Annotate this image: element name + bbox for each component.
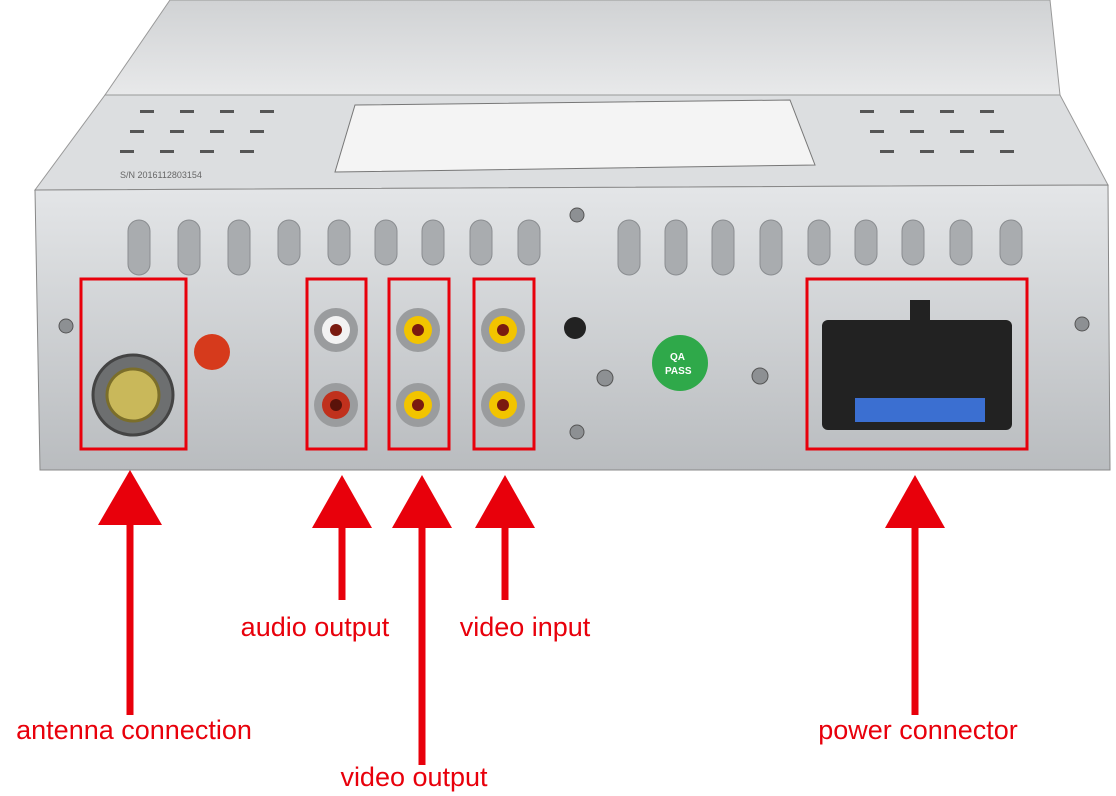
serial-number: S/N 2016112803154	[120, 170, 202, 180]
svg-text:PASS: PASS	[665, 366, 692, 377]
annotation-arrows	[98, 470, 945, 765]
chassis-top	[104, 0, 1061, 96]
panel-slots	[127, 219, 1023, 276]
aux-antenna-plug	[194, 334, 230, 370]
antenna-connection-label: antenna connection	[16, 715, 252, 745]
antenna-box	[79, 277, 188, 451]
fuse	[855, 398, 985, 422]
power-connector-box	[805, 277, 1029, 451]
annotation-boxes	[79, 277, 1029, 451]
video-output-box	[387, 277, 451, 451]
video-input-box	[472, 277, 536, 451]
panel-hole	[564, 317, 586, 339]
audio-output-label: audio output	[240, 612, 390, 642]
vent-holes	[120, 110, 1014, 153]
spec-label	[334, 99, 816, 173]
rca-jacks	[314, 308, 525, 427]
svg-text:QA: QA	[670, 352, 685, 363]
qa-pass-sticker: QA PASS	[652, 335, 708, 391]
video-input-label: video input	[459, 612, 591, 642]
video-output-label: video output	[340, 762, 488, 792]
screws	[58, 207, 1090, 440]
audio-output-box	[305, 277, 368, 451]
power-connector-label: power connector	[818, 715, 1018, 745]
